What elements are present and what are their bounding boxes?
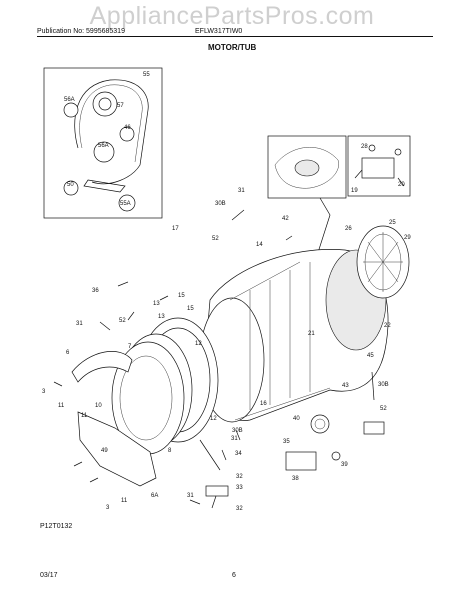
callout-11-b: 11 — [81, 413, 88, 419]
page-number: 6 — [232, 572, 236, 579]
callout-13-b: 13 — [158, 314, 165, 320]
callout-52: 52 — [212, 236, 219, 242]
section-title: MOTOR/TUB — [208, 43, 257, 52]
callout-30b-c: 30B — [232, 428, 243, 434]
callout-17: 17 — [172, 226, 179, 232]
watermark: AppliancePartsPros.com — [89, 2, 375, 30]
callout-7: 7 — [128, 344, 132, 350]
drain-pump — [285, 414, 341, 471]
callout-labels: 55 56A 57 46 56A 50 55A 17 30B 31 42 52 … — [42, 72, 411, 512]
callout-32: 32 — [236, 506, 243, 512]
pulley-wheel — [356, 225, 410, 299]
callout-20: 20 — [398, 182, 405, 188]
callout-32-b: 32 — [236, 474, 243, 480]
callout-31-d: 31 — [231, 436, 238, 442]
callout-50: 50 — [67, 182, 74, 188]
callout-31-c: 31 — [187, 493, 194, 499]
hardware-screws — [53, 209, 293, 505]
callout-6: 6 — [66, 350, 70, 356]
callout-19: 19 — [351, 188, 358, 194]
callout-25: 25 — [389, 220, 396, 226]
shock-absorbers — [199, 371, 385, 509]
inset-motor-detail — [267, 135, 347, 316]
callout-12: 12 — [195, 341, 202, 347]
diagram-code: P12T0132 — [40, 523, 73, 530]
callout-38: 38 — [292, 476, 299, 482]
tub-front-ring — [111, 317, 219, 455]
footer-date: 03/17 — [40, 572, 58, 579]
callout-6a: 6A — [151, 493, 158, 499]
callout-26: 26 — [345, 226, 352, 232]
callout-42: 42 — [282, 216, 289, 222]
callout-21: 21 — [308, 331, 315, 337]
publication-number: Publication No: 5995685319 — [37, 28, 125, 35]
callout-46: 46 — [124, 125, 131, 131]
callout-30b-b: 30B — [378, 382, 389, 388]
callout-55a: 55A — [120, 201, 131, 207]
callout-45: 45 — [367, 353, 374, 359]
callout-55: 55 — [143, 72, 150, 78]
callout-33: 33 — [236, 485, 243, 491]
callout-11-c: 11 — [121, 498, 128, 504]
callout-3: 3 — [42, 389, 46, 395]
callout-15: 15 — [178, 293, 185, 299]
callout-39: 39 — [341, 462, 348, 468]
model-number: EFLW317TIW0 — [195, 28, 243, 35]
callout-30b: 30B — [215, 201, 226, 207]
callout-28: 28 — [361, 144, 368, 150]
callout-31-b: 31 — [76, 321, 83, 327]
callout-40: 40 — [293, 416, 300, 422]
callout-56a: 56A — [64, 97, 75, 103]
callout-49: 49 — [101, 448, 108, 454]
callout-52-c: 52 — [380, 406, 387, 412]
callout-35: 35 — [283, 439, 290, 445]
callout-29: 29 — [404, 235, 411, 241]
callout-52-b: 52 — [119, 318, 126, 324]
callout-57: 57 — [117, 103, 124, 109]
callout-11: 11 — [58, 403, 65, 409]
callout-56a-b: 56A — [98, 143, 109, 149]
front-door-frame — [71, 351, 157, 487]
callout-34: 34 — [235, 451, 242, 457]
callout-16: 16 — [260, 401, 267, 407]
callout-3-b: 3 — [106, 505, 110, 511]
callout-12-b: 12 — [210, 416, 217, 422]
callout-43: 43 — [342, 383, 349, 389]
callout-15-b: 15 — [187, 306, 194, 312]
callout-31: 31 — [238, 188, 245, 194]
inset-clip-bracket — [347, 135, 411, 197]
callout-22: 22 — [384, 323, 391, 329]
inset-boot-clamp — [43, 67, 163, 219]
callout-8: 8 — [168, 448, 172, 454]
callout-36: 36 — [92, 288, 99, 294]
callout-14: 14 — [256, 242, 263, 248]
callout-10: 10 — [95, 403, 102, 409]
callout-13: 13 — [153, 301, 160, 307]
header-rule — [37, 36, 433, 37]
